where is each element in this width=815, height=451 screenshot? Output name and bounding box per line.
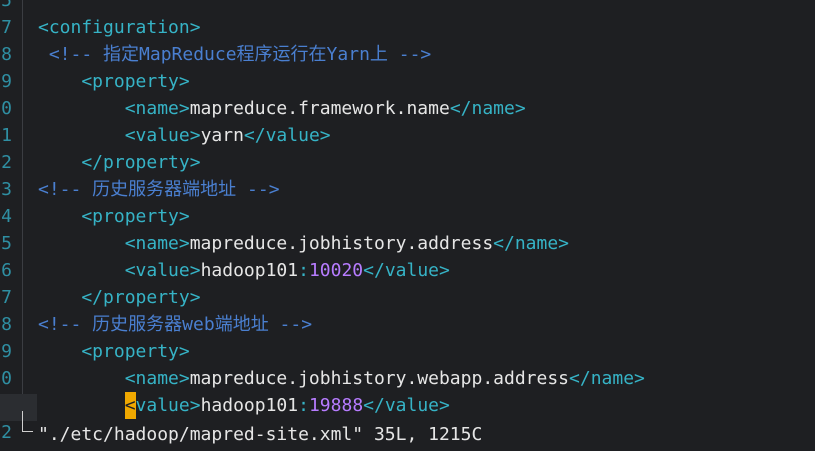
code-token: </property> — [38, 287, 201, 308]
line-number: 5 — [1, 0, 12, 11]
code-token: </value> — [363, 260, 450, 281]
code-line[interactable]: <value>yarn</value> — [38, 122, 331, 149]
code-token: mapreduce.jobhistory.webapp.address — [189, 368, 570, 389]
code-token: <property> — [38, 206, 190, 227]
code-token: : — [298, 395, 309, 416]
line-number: 2 — [1, 422, 12, 443]
code-line[interactable]: </property> — [38, 284, 201, 311]
code-token: mapreduce.framework.name — [189, 98, 450, 119]
status-corner-marker — [22, 411, 33, 432]
line-number: 5 — [1, 233, 12, 254]
line-number: 6 — [1, 260, 12, 281]
line-number: 3 — [1, 179, 12, 200]
code-token: 10020 — [308, 260, 364, 281]
code-token: </name> — [493, 233, 570, 254]
code-line[interactable]: <name>mapreduce.framework.name</name> — [38, 95, 526, 122]
line-number: 8 — [1, 314, 12, 335]
code-comment: <!-- 指定MapReduce程序运行在Yarn上 --> — [38, 44, 432, 65]
code-token — [38, 395, 125, 416]
code-line[interactable]: <value>hadoop101:10020</value> — [38, 257, 450, 284]
code-token: </value> — [363, 395, 450, 416]
line-number: 0 — [1, 98, 12, 119]
code-token: </name> — [449, 98, 526, 119]
line-number: 8 — [1, 44, 12, 65]
code-line[interactable]: <property> — [38, 338, 190, 365]
code-token: value> — [135, 395, 201, 416]
line-number: 2 — [1, 152, 12, 173]
code-token: : — [298, 260, 309, 281]
code-line[interactable]: <name>mapreduce.jobhistory.address</name… — [38, 230, 569, 257]
code-line[interactable]: <property> — [38, 68, 190, 95]
code-comment: <!-- 历史服务器web端地址 --> — [38, 314, 313, 335]
status-line: "./etc/hadoop/mapred-site.xml" 35L, 1215… — [38, 421, 482, 448]
code-line[interactable]: </property> — [38, 149, 201, 176]
code-token: <configuration> — [38, 17, 201, 38]
code-token: <value> — [38, 125, 201, 146]
cursor-line-highlight — [0, 394, 37, 421]
line-number-gutter: 57890123456789012 — [0, 0, 20, 451]
code-token: <property> — [38, 341, 190, 362]
line-number: 7 — [1, 287, 12, 308]
code-token: mapreduce.jobhistory.address — [189, 233, 494, 254]
line-number: 7 — [1, 17, 12, 38]
code-comment: <!-- 历史服务器端地址 --> — [38, 179, 280, 200]
code-token: <value> — [38, 260, 201, 281]
line-number: 1 — [1, 125, 12, 146]
status-file-info: 35L, 1215C — [363, 424, 483, 445]
line-number: 9 — [1, 341, 12, 362]
code-line[interactable]: <!-- 历史服务器端地址 --> — [38, 176, 280, 203]
code-token: <name> — [38, 368, 190, 389]
code-token: yarn — [200, 125, 244, 146]
code-token: 19888 — [308, 395, 364, 416]
line-number: 9 — [1, 71, 12, 92]
code-token: <name> — [38, 98, 190, 119]
code-line[interactable]: <property> — [38, 203, 190, 230]
code-token: </property> — [38, 152, 201, 173]
code-line[interactable]: <!-- 指定MapReduce程序运行在Yarn上 --> — [38, 41, 431, 68]
gutter-divider — [22, 0, 23, 430]
text-cursor: < — [124, 392, 136, 419]
code-line[interactable]: <name>mapreduce.jobhistory.webapp.addres… — [38, 365, 645, 392]
code-token: hadoop101 — [200, 260, 299, 281]
code-line[interactable]: <!-- 历史服务器web端地址 --> — [38, 311, 312, 338]
code-token: <name> — [38, 233, 190, 254]
code-line[interactable]: <configuration> — [38, 14, 201, 41]
status-file-name: "./etc/hadoop/mapred-site.xml" — [38, 424, 364, 445]
code-token: <property> — [38, 71, 190, 92]
line-number: 4 — [1, 206, 12, 227]
code-token: </name> — [569, 368, 645, 389]
code-token: hadoop101 — [200, 395, 299, 416]
line-number: 0 — [1, 368, 12, 389]
code-line[interactable]: <value>hadoop101:19888</value> — [38, 392, 450, 419]
code-token: </value> — [243, 125, 331, 146]
